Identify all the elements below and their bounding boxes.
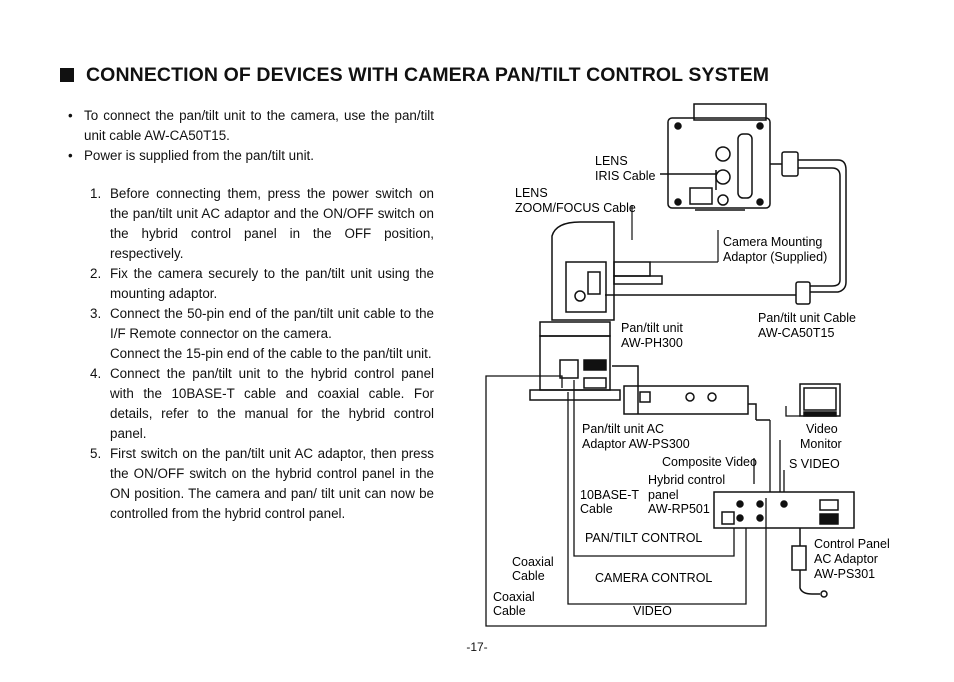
step-text: First switch on the pan/tilt unit AC ada…	[110, 446, 434, 521]
pan-tilt-control-label: PAN/TILT CONTROL	[585, 531, 702, 545]
square-bullet-icon	[60, 68, 74, 82]
pan-tilt-cable-model-label: AW-CA50T15	[758, 326, 834, 340]
control-panel-model-label: AW-PS301	[814, 567, 875, 581]
hybrid-control-label: Hybrid control	[648, 473, 725, 487]
step-item: 4. Connect the pan/tilt unit to the hybri…	[66, 364, 434, 444]
control-panel-label: Control Panel	[814, 537, 890, 551]
step-text: Connect the pan/tilt unit to the hybrid …	[110, 366, 434, 441]
ac-adaptor-label: Pan/tilt unit AC	[582, 422, 664, 436]
tenbase-label: 10BASE-T	[580, 488, 639, 502]
mounting-adaptor-pointer	[631, 205, 719, 263]
ac-adaptor-icon	[612, 365, 770, 421]
panel-label: panel	[648, 488, 679, 502]
camera-icon	[667, 103, 771, 211]
step-number: 1.	[90, 186, 102, 201]
monitor-label: Monitor	[800, 437, 842, 451]
steps-list: 1. Before connecting them, press the powe…	[66, 184, 434, 524]
step-text: Before connecting them, press the power …	[110, 186, 434, 261]
iris-cable-label: IRIS Cable	[595, 169, 655, 183]
connection-diagram: LENS IRIS Cable LENS ZOOM/FOCUS Cable Ca…	[485, 103, 890, 627]
bullet-item: Power is supplied from the pan/tilt unit…	[66, 146, 434, 166]
lens-label-2: LENS	[515, 186, 548, 200]
pan-tilt-unit-icon	[529, 221, 663, 401]
step-number: 4.	[90, 366, 102, 381]
step-number: 3.	[90, 306, 102, 321]
composite-video-label: Composite Video	[662, 455, 757, 469]
pan-tilt-cable-line	[605, 151, 847, 305]
coaxial-label-1: Coaxial	[512, 555, 554, 569]
step-item: 3. Connect the 50-pin end of the pan/tilt…	[66, 304, 434, 364]
step-item: 2. Fix the camera securely to the pan/til…	[66, 264, 434, 304]
camera-control-label: CAMERA CONTROL	[595, 571, 712, 585]
zoom-focus-cable-label: ZOOM/FOCUS Cable	[515, 201, 636, 215]
video-monitor-icon	[799, 383, 841, 417]
camera-mounting-label: Camera Mounting	[723, 235, 822, 249]
coaxial-label-2: Coaxial	[493, 590, 535, 604]
control-panel-ac-label: AC Adaptor	[814, 552, 878, 566]
pan-tilt-cable-label: Pan/tilt unit Cable	[758, 311, 856, 325]
iris-cable-connector	[660, 170, 717, 190]
step-text: Fix the camera securely to the pan/tilt …	[110, 266, 434, 301]
control-panel-adaptor-icon	[791, 528, 828, 598]
lens-label: LENS	[595, 154, 628, 168]
section-heading: CONNECTION OF DEVICES WITH CAMERA PAN/TI…	[60, 64, 769, 86]
connection-lines	[485, 375, 800, 627]
step-item: 5. First switch on the pan/tilt unit AC a…	[66, 444, 434, 524]
pan-tilt-unit-label: Pan/tilt unit	[621, 321, 683, 335]
s-video-label: S VIDEO	[789, 457, 840, 471]
ac-adaptor-model-label: Adaptor AW-PS300	[582, 437, 690, 451]
instructions: To connect the pan/tilt unit to the came…	[66, 106, 434, 524]
video-line-label: VIDEO	[633, 604, 672, 618]
step-number: 5.	[90, 446, 102, 461]
page-number: -17-	[466, 640, 488, 654]
cable-label: Cable	[580, 502, 613, 516]
bullet-item: To connect the pan/tilt unit to the came…	[66, 106, 434, 146]
coaxial-cable-label-2: Cable	[493, 604, 526, 618]
step-item: 1. Before connecting them, press the powe…	[66, 184, 434, 264]
video-label: Video	[806, 422, 838, 436]
step-text: Connect the 50-pin end of the pan/tilt u…	[110, 306, 434, 341]
adaptor-supplied-label: Adaptor (Supplied)	[723, 250, 827, 264]
panel-model-label: AW-RP501	[648, 502, 710, 516]
step-number: 2.	[90, 266, 102, 281]
pan-tilt-model-label: AW-PH300	[621, 336, 683, 350]
coaxial-cable-label-1: Cable	[512, 569, 545, 583]
heading-title: CONNECTION OF DEVICES WITH CAMERA PAN/TI…	[86, 63, 770, 86]
step-text-continued: Connect the 15-pin end of the cable to t…	[110, 346, 432, 361]
hybrid-control-panel-icon	[713, 491, 855, 529]
